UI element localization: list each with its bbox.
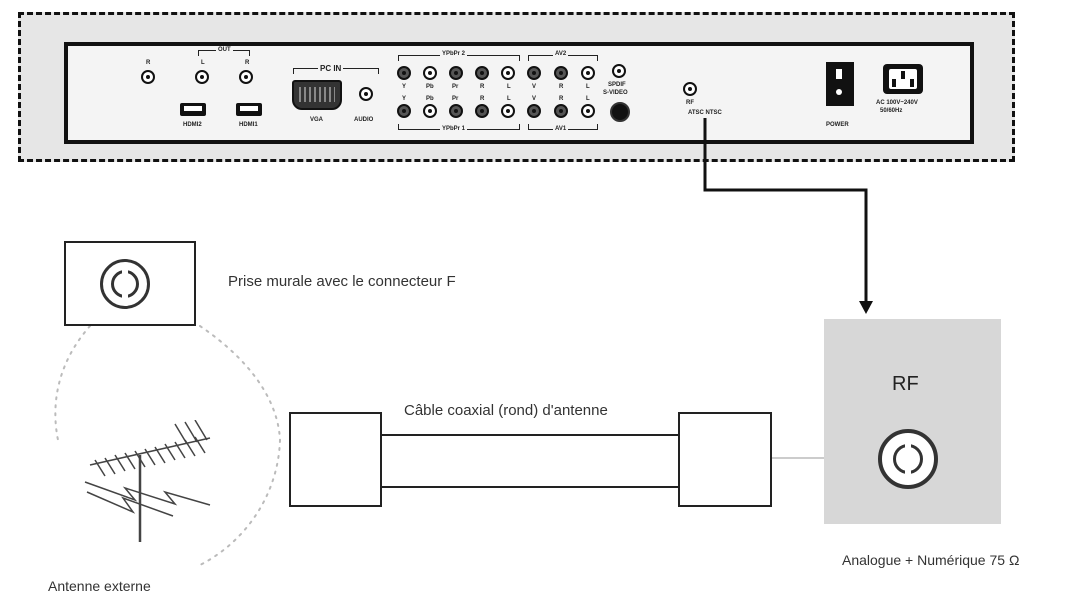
dotted-callout-bottom — [199, 439, 281, 566]
power-switch-icon — [826, 62, 854, 106]
outdoor-antenna-icon — [84, 420, 211, 542]
rf-caption: Analogue + Numérique 75 Ω — [842, 552, 1020, 568]
ypbpr2-label: YPbPr 2 — [440, 51, 468, 57]
cable-plug-right — [678, 412, 772, 507]
ypbpr1-col-r: R — [480, 96, 485, 102]
ypbpr2-col-l: L — [507, 84, 511, 90]
ypbpr1-pb-jack-icon — [423, 104, 437, 118]
svideo-label: S-VIDEO — [603, 90, 628, 96]
ypbpr2-col-pb: Pb — [426, 84, 434, 90]
out-r-label: R — [245, 60, 250, 66]
ypbpr2-l-jack-icon — [501, 66, 515, 80]
hdmi2-label: HDMI2 — [183, 122, 202, 128]
out-l-label: L — [201, 60, 205, 66]
vga-label: VGA — [310, 117, 324, 123]
audio-label: AUDIO — [354, 117, 374, 123]
hdmi1-port-icon — [236, 103, 262, 116]
av1-col-r: R — [559, 96, 564, 102]
rf-coax-connector-icon — [878, 429, 938, 489]
ypbpr2-y-jack-icon — [397, 66, 411, 80]
av2-r-jack-icon — [554, 66, 568, 80]
jack-label: R — [146, 60, 151, 66]
audio-jack-icon — [141, 70, 155, 84]
rf-input-box — [824, 319, 1001, 524]
wall-socket-caption: Prise murale avec le connecteur F — [228, 273, 456, 290]
av2-col-r: R — [559, 84, 564, 90]
rf-panel-label: RF — [686, 100, 694, 106]
out-l-jack-icon — [195, 70, 209, 84]
av1-r-jack-icon — [554, 104, 568, 118]
spdif-label: SPDIF — [608, 82, 626, 88]
power-label: POWER — [826, 122, 849, 128]
rf-jack-icon — [683, 82, 697, 96]
ypbpr2-col-y: Y — [402, 84, 407, 90]
ypbpr1-col-pr: Pr — [452, 96, 459, 102]
ypbpr1-col-l: L — [507, 96, 511, 102]
av2-l-jack-icon — [581, 66, 595, 80]
ac-line2-label: 50/60Hz — [880, 108, 903, 114]
av1-col-v: V — [532, 96, 537, 102]
atsc-ntsc-label: ATSC NTSC — [688, 110, 722, 116]
coaxial-cable — [382, 434, 678, 488]
dotted-callout-left — [54, 325, 91, 441]
wall-coax-connector-icon — [100, 259, 150, 309]
pc-in-label: PC IN — [318, 64, 344, 73]
rf-label: RF — [892, 373, 919, 395]
svideo-port-icon — [610, 102, 630, 122]
ypbpr1-col-y: Y — [402, 96, 407, 102]
av1-label: AV1 — [553, 126, 569, 132]
out-label: OUT — [216, 47, 233, 53]
av2-col-v: V — [532, 84, 537, 90]
av1-v-jack-icon — [527, 104, 541, 118]
ypbpr2-r-jack-icon — [475, 66, 489, 80]
antenna-caption: Antenne externe — [48, 578, 151, 594]
ypbpr1-r-jack-icon — [475, 104, 489, 118]
spdif-jack-icon — [612, 64, 626, 78]
audio-in-jack-icon — [359, 87, 373, 101]
ypbpr2-col-r: R — [480, 84, 485, 90]
av2-label: AV2 — [553, 51, 569, 57]
ypbpr1-y-jack-icon — [397, 104, 411, 118]
dotted-callout-right — [199, 325, 281, 441]
ypbpr1-l-jack-icon — [501, 104, 515, 118]
cable-caption: Câble coaxial (rond) d'antenne — [404, 402, 608, 419]
ypbpr2-pr-jack-icon — [449, 66, 463, 80]
ypbpr2-col-pr: Pr — [452, 84, 459, 90]
ypbpr1-label: YPbPr 1 — [440, 126, 468, 132]
av2-col-l: L — [586, 84, 590, 90]
arrow-head-icon — [859, 301, 873, 314]
hdmi1-label: HDMI1 — [239, 122, 258, 128]
cable-plug-left — [289, 412, 382, 507]
ypbpr2-pb-jack-icon — [423, 66, 437, 80]
av1-l-jack-icon — [581, 104, 595, 118]
hdmi2-port-icon — [180, 103, 206, 116]
ac-line1-label: AC 100V~240V — [876, 100, 918, 106]
av1-col-l: L — [586, 96, 590, 102]
vga-port-icon — [292, 80, 342, 110]
rf-connection-line — [703, 118, 868, 303]
ac-socket-icon — [883, 64, 923, 94]
av2-v-jack-icon — [527, 66, 541, 80]
ypbpr1-col-pb: Pb — [426, 96, 434, 102]
ypbpr1-pr-jack-icon — [449, 104, 463, 118]
out-r-jack-icon — [239, 70, 253, 84]
